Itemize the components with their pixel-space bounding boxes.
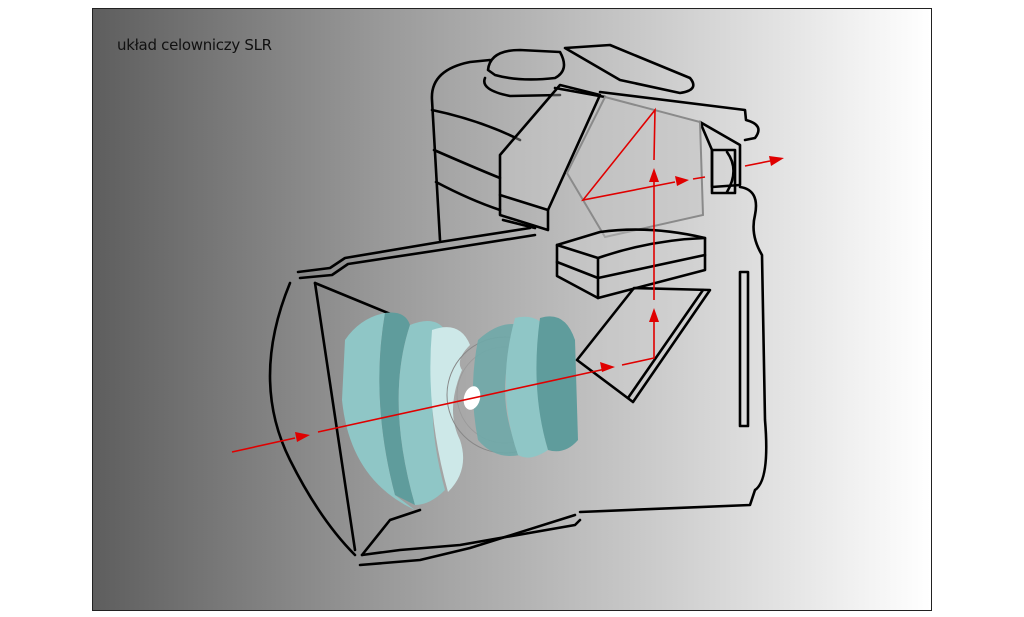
diagram-title: układ celowniczy SLR	[117, 36, 272, 54]
diagram-frame: układ celowniczy SLR	[92, 8, 932, 611]
eyepiece-housing	[498, 83, 742, 232]
reflex-mirror	[575, 286, 712, 404]
focusing-screen	[555, 228, 707, 300]
light-ray-arrows	[231, 107, 784, 453]
lens-elements	[342, 312, 578, 510]
